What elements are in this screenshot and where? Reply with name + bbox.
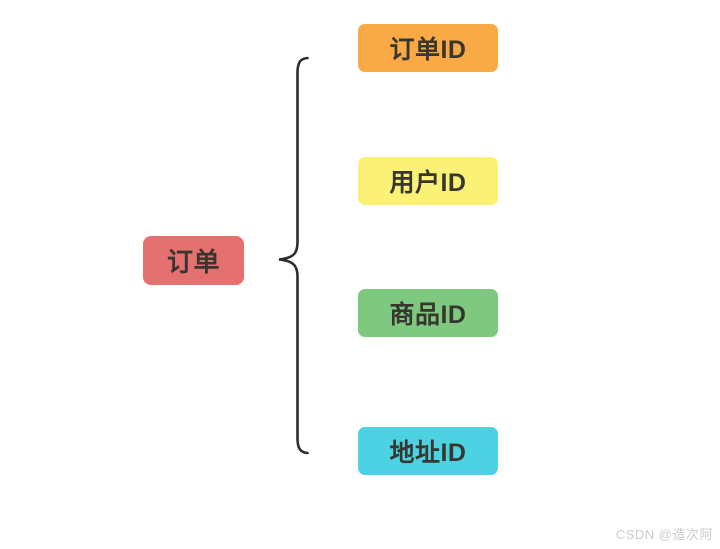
node-user-id: 用户ID: [358, 157, 498, 205]
node-address-id: 地址ID: [358, 427, 498, 475]
node-order-id: 订单ID: [358, 24, 498, 72]
curly-brace-path: [278, 56, 309, 455]
node-order: 订单: [143, 236, 244, 285]
watermark: CSDN @造次阿: [615, 527, 713, 542]
node-product-id: 商品ID: [358, 289, 498, 337]
